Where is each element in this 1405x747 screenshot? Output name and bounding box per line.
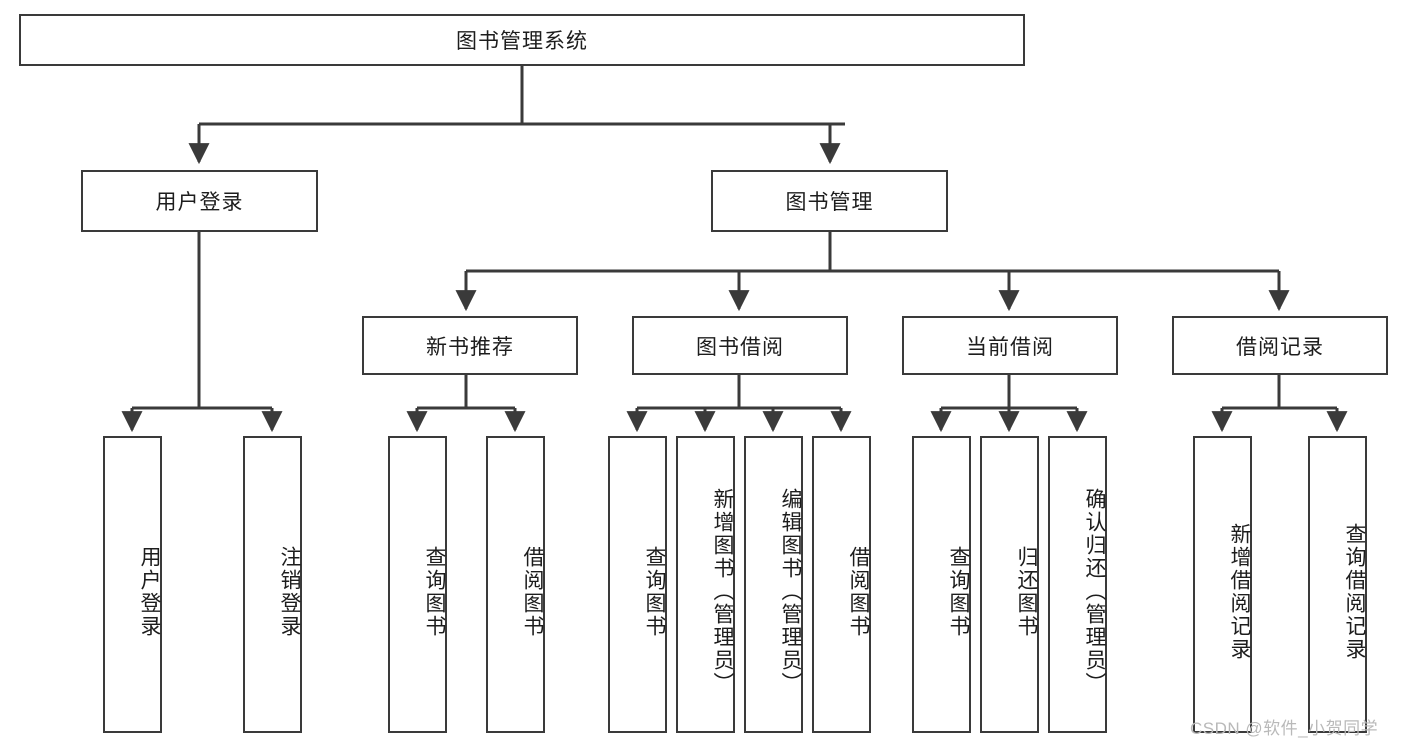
node-label: 借阅图书 <box>847 545 870 638</box>
csdn-watermark: CSDN @软件_小贺同学 <box>1190 719 1379 738</box>
node-label: 查询借阅记录 <box>1343 522 1366 661</box>
node-label: 查询图书 <box>643 545 666 638</box>
leaf-borrow-edit-book-admin[interactable]: 编辑图书（管理员） <box>744 436 803 733</box>
leaf-record-query-record[interactable]: 查询借阅记录 <box>1308 436 1367 733</box>
leaf-borrow-add-book-admin[interactable]: 新增图书（管理员） <box>676 436 735 733</box>
node-label: 归还图书 <box>1015 545 1038 638</box>
node-label: 查询图书 <box>423 545 446 638</box>
node-label: 注销登录 <box>278 545 301 638</box>
leaf-current-query-book[interactable]: 查询图书 <box>912 436 971 733</box>
leaf-user-login-logout[interactable]: 注销登录 <box>243 436 302 733</box>
node-label: 新增图书（管理员） <box>711 488 734 695</box>
node-borrow-record[interactable]: 借阅记录 <box>1172 316 1388 375</box>
node-new-book-recommend[interactable]: 新书推荐 <box>362 316 578 375</box>
node-label: 图书管理系统 <box>456 30 588 53</box>
node-label: 图书借阅 <box>696 335 784 359</box>
node-label: 查询图书 <box>947 545 970 638</box>
node-current-borrow[interactable]: 当前借阅 <box>902 316 1118 375</box>
leaf-recommend-query-book[interactable]: 查询图书 <box>388 436 447 733</box>
node-book-management[interactable]: 图书管理 <box>711 170 948 232</box>
node-book-borrow[interactable]: 图书借阅 <box>632 316 848 375</box>
leaf-user-login-login[interactable]: 用户登录 <box>103 436 162 733</box>
node-label: 新书推荐 <box>426 335 514 359</box>
node-root-system[interactable]: 图书管理系统 <box>19 14 1025 66</box>
node-label: 借阅记录 <box>1236 335 1324 359</box>
node-label: 用户登录 <box>138 545 161 638</box>
node-label: 图书管理 <box>785 191 874 214</box>
node-label: 用户登录 <box>155 191 244 214</box>
leaf-record-add-record[interactable]: 新增借阅记录 <box>1193 436 1252 733</box>
leaf-recommend-borrow-book[interactable]: 借阅图书 <box>486 436 545 733</box>
node-label: 新增借阅记录 <box>1228 522 1251 661</box>
node-label: 当前借阅 <box>966 335 1054 359</box>
node-label: 借阅图书 <box>521 545 544 638</box>
node-user-login[interactable]: 用户登录 <box>81 170 318 232</box>
leaf-borrow-query-book[interactable]: 查询图书 <box>608 436 667 733</box>
node-label: 编辑图书（管理员） <box>779 488 802 695</box>
leaf-current-confirm-return-admin[interactable]: 确认归还（管理员） <box>1048 436 1107 733</box>
node-label: 确认归还（管理员） <box>1083 488 1106 695</box>
leaf-current-return-book[interactable]: 归还图书 <box>980 436 1039 733</box>
leaf-borrow-borrow-book[interactable]: 借阅图书 <box>812 436 871 733</box>
